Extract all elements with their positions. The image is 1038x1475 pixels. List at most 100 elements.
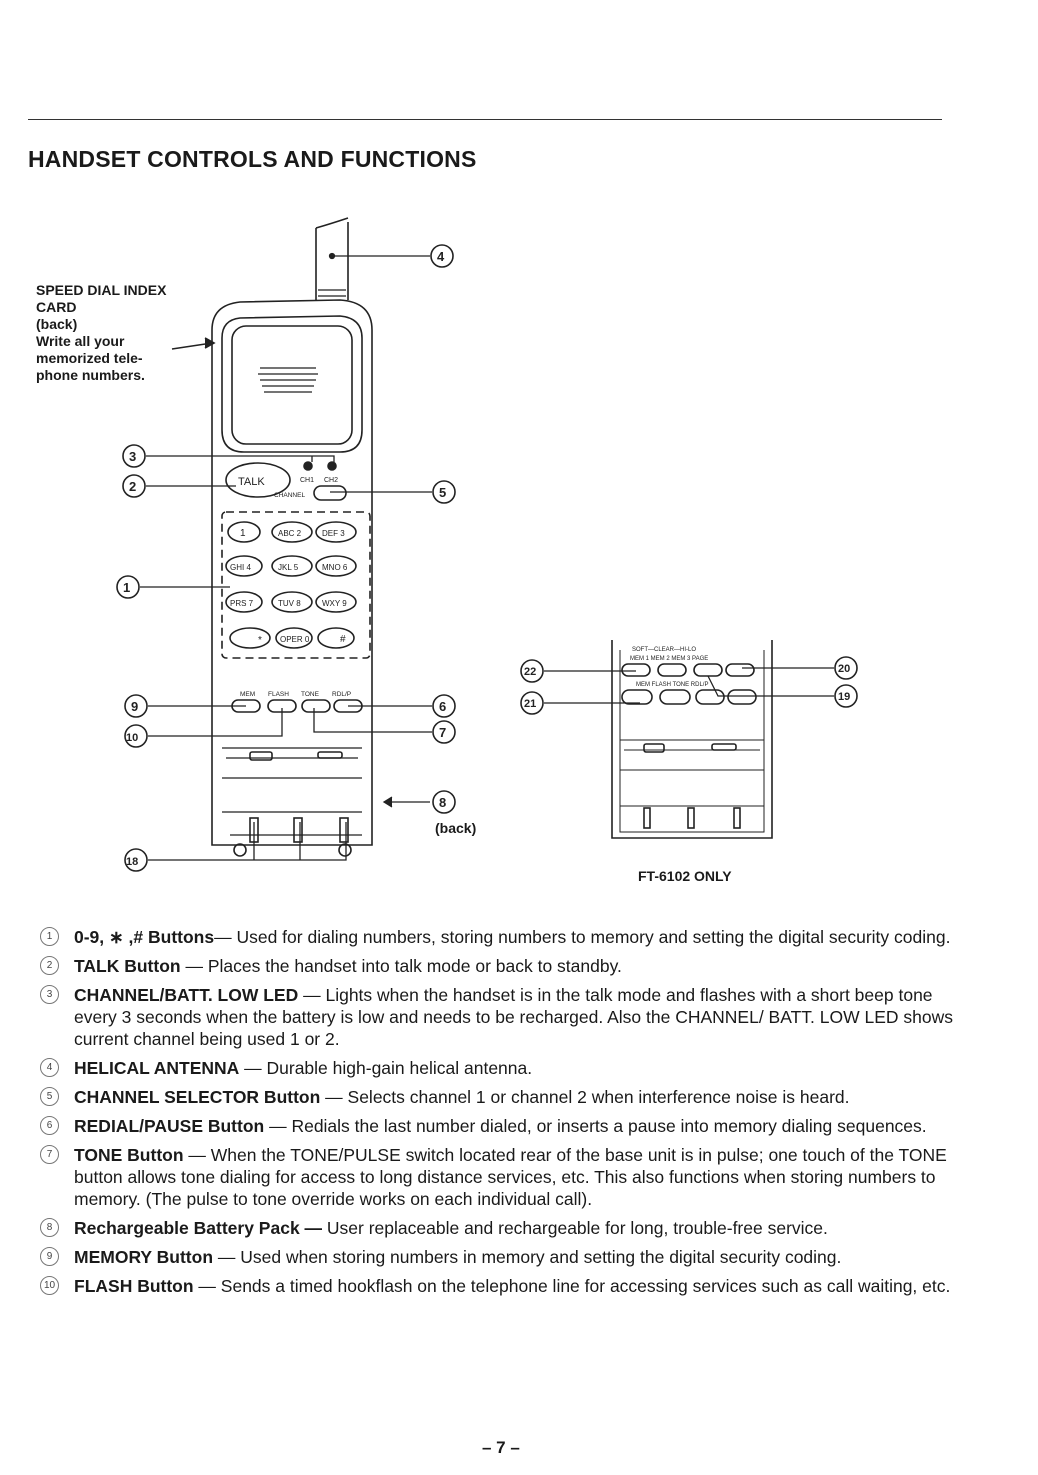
key-label: DEF 3	[322, 529, 345, 538]
ft6102-handset: SOFT—CLEAR—HI-LO MEM 1 MEM 2 MEM 3 PAGE …	[611, 640, 773, 839]
alt-row1-label: MEM 1 MEM 2 MEM 3 PAGE	[630, 656, 708, 662]
item-text: — Selects channel 1 or channel 2 when in…	[320, 1087, 850, 1107]
callout-number: 9	[131, 699, 138, 714]
item-number: 3	[40, 985, 59, 1004]
item-text: — Used for dialing numbers, storing numb…	[214, 927, 951, 947]
item-term: MEMORY Button	[74, 1247, 214, 1267]
list-item: 1 0-9, ∗ ,# Buttons— Used for dialing nu…	[40, 926, 970, 948]
ft6102-leaders	[544, 667, 834, 704]
item-text: — Sends a timed hookflash on the telepho…	[193, 1276, 951, 1296]
callout-number: 8	[439, 795, 446, 810]
callout-number: 22	[524, 666, 536, 678]
battery-back-label: (back)	[435, 820, 477, 836]
alt-row2-label: MEM FLASH TONE RDL/P	[636, 682, 708, 688]
list-item: 4 HELICAL ANTENNA — Durable high-gain he…	[40, 1057, 970, 1079]
handset-diagram: TALK CH1 CH2 CHANNEL 1 ABC 2 DEF 3 GHI 4…	[116, 217, 858, 872]
item-text: — Lights when the handset is in the talk…	[74, 985, 953, 1049]
key-label: #	[340, 634, 346, 645]
ch2-led	[327, 461, 337, 471]
key-label: ABC 2	[278, 529, 302, 538]
key-label: WXY 9	[322, 599, 347, 608]
callout-line: (back)	[36, 316, 78, 332]
item-term: REDIAL/PAUSE Button	[74, 1116, 265, 1136]
callout-number: 6	[439, 699, 446, 714]
item-text: — Places the handset into talk mode or b…	[180, 956, 622, 976]
item-number: 8	[40, 1218, 59, 1237]
callout-numbers: 4 3 2 5 1 9 10 6 7 8 18	[116, 244, 456, 872]
callout-number: 4	[437, 249, 445, 264]
callout-line: memorized tele-	[36, 350, 143, 366]
list-item: 5 CHANNEL SELECTOR Button — Selects chan…	[40, 1086, 970, 1108]
key-label: MNO 6	[322, 563, 348, 572]
list-item: 3 CHANNEL/BATT. LOW LED — Lights when th…	[40, 984, 970, 1050]
key-label: OPER 0	[280, 635, 310, 644]
callout-line: CARD	[36, 299, 77, 315]
item-number: 7	[40, 1145, 59, 1164]
ch2-label: CH2	[324, 477, 338, 484]
key-label: GHI 4	[230, 563, 251, 572]
item-number: 5	[40, 1087, 59, 1106]
item-number: 2	[40, 956, 59, 975]
alt-top-label: SOFT—CLEAR—HI-LO	[632, 647, 696, 653]
handset-body	[211, 299, 373, 857]
top-rule	[28, 119, 942, 120]
page-title: HANDSET CONTROLS AND FUNCTIONS	[28, 146, 477, 172]
speed-dial-callout: SPEED DIAL INDEX CARD (back) Write all y…	[36, 282, 166, 384]
key-label: *	[258, 635, 262, 646]
item-number: 4	[40, 1058, 59, 1077]
function-buttons: MEM FLASH TONE RDL/P	[231, 691, 363, 713]
callout-number: 18	[126, 856, 138, 868]
item-text: — Durable high-gain helical antenna.	[239, 1058, 533, 1078]
callout-number: 2	[129, 479, 136, 494]
keypad: 1 ABC 2 DEF 3 GHI 4 JKL 5 MNO 6 PRS 7 TU…	[225, 521, 357, 649]
channel-label: CHANNEL	[274, 492, 305, 499]
callout-line: SPEED DIAL INDEX	[36, 282, 167, 298]
leader-lines	[140, 252, 432, 861]
key-label: PRS 7	[230, 599, 254, 608]
callout-number: 3	[129, 449, 136, 464]
flash-label: FLASH	[268, 691, 289, 698]
callout-number: 19	[838, 691, 850, 703]
list-item: 10 FLASH Button — Sends a timed hookflas…	[40, 1275, 970, 1297]
function-list: 1 0-9, ∗ ,# Buttons— Used for dialing nu…	[40, 926, 970, 1304]
callout-number: 5	[439, 485, 446, 500]
list-item: 6 REDIAL/PAUSE Button — Redials the last…	[40, 1115, 970, 1137]
mem-label: MEM	[240, 691, 255, 698]
ch1-led	[303, 461, 313, 471]
item-term: FLASH Button	[74, 1276, 194, 1296]
list-item: 7 TONE Button — When the TONE/PULSE swit…	[40, 1144, 970, 1210]
item-text: User replaceable and rechargeable for lo…	[322, 1218, 828, 1238]
item-term: Rechargeable Battery Pack —	[74, 1218, 323, 1238]
key-label: JKL 5	[278, 563, 299, 572]
item-term: HELICAL ANTENNA	[74, 1058, 240, 1078]
ch1-label: CH1	[300, 477, 314, 484]
item-term: TALK Button	[74, 956, 181, 976]
item-term: CHANNEL/BATT. LOW LED	[74, 985, 299, 1005]
callout-number: 10	[126, 732, 138, 744]
item-text: — Redials the last number dialed, or ins…	[264, 1116, 927, 1136]
key-label: TUV 8	[278, 599, 301, 608]
page-number: – 7 –	[482, 1438, 520, 1457]
item-number: 6	[40, 1116, 59, 1135]
item-text: — When the TONE/PULSE switch located rea…	[74, 1145, 947, 1209]
channel-button	[313, 485, 347, 501]
item-text: — Used when storing numbers in memory an…	[213, 1247, 842, 1267]
callout-number: 21	[524, 698, 536, 710]
item-number: 1	[40, 927, 59, 946]
ft6102-numbers: 22 21 20 19	[520, 656, 858, 715]
item-term: 0-9, ∗ ,# Buttons	[74, 927, 215, 947]
callout-number: 7	[439, 725, 446, 740]
tone-label: TONE	[301, 691, 320, 698]
item-term: CHANNEL SELECTOR Button	[74, 1087, 321, 1107]
ft6102-caption: FT-6102 ONLY	[638, 868, 732, 884]
list-item: 2 TALK Button — Places the handset into …	[40, 955, 970, 977]
item-number: 9	[40, 1247, 59, 1266]
talk-button: TALK	[225, 462, 291, 498]
list-item: 9 MEMORY Button — Used when storing numb…	[40, 1246, 970, 1268]
key-label: 1	[240, 528, 246, 539]
callout-number: 1	[123, 580, 130, 595]
rdlp-label: RDL/P	[332, 691, 351, 698]
callout-line: Write all your	[36, 333, 125, 349]
item-term: TONE Button	[74, 1145, 184, 1165]
item-number: 10	[40, 1276, 59, 1295]
